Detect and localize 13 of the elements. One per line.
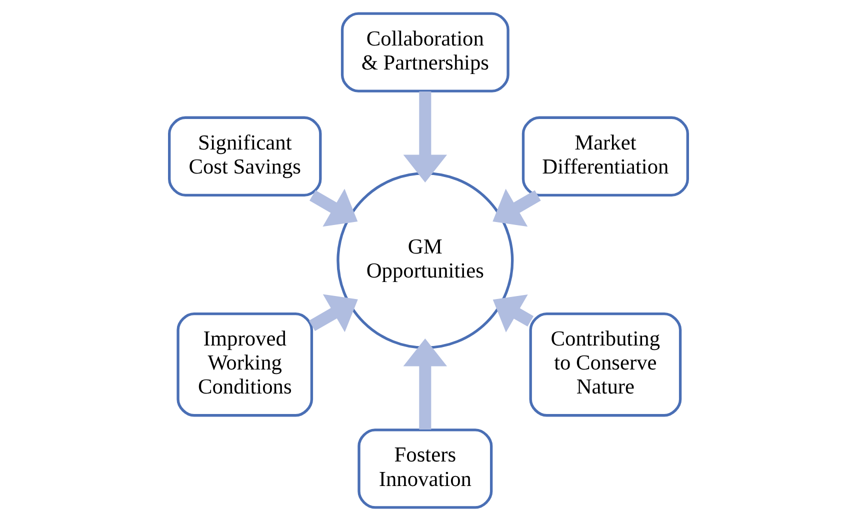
node-box: Contributing to Conserve Nature <box>528 312 682 417</box>
node-box: Improved Working Conditions <box>176 312 313 417</box>
arrow <box>309 188 358 227</box>
arrow <box>492 294 534 332</box>
arrow <box>402 91 447 182</box>
arrow <box>402 338 447 430</box>
node-box: Fosters Innovation <box>357 428 492 509</box>
node-box: Collaboration & Partnerships <box>340 12 509 92</box>
node-box: Market Differentiation <box>521 116 688 196</box>
arrow <box>308 294 358 332</box>
node-box: Significant Cost Savings <box>168 116 322 196</box>
node-circle: GM Opportunities <box>336 172 514 350</box>
arrow <box>492 188 540 227</box>
